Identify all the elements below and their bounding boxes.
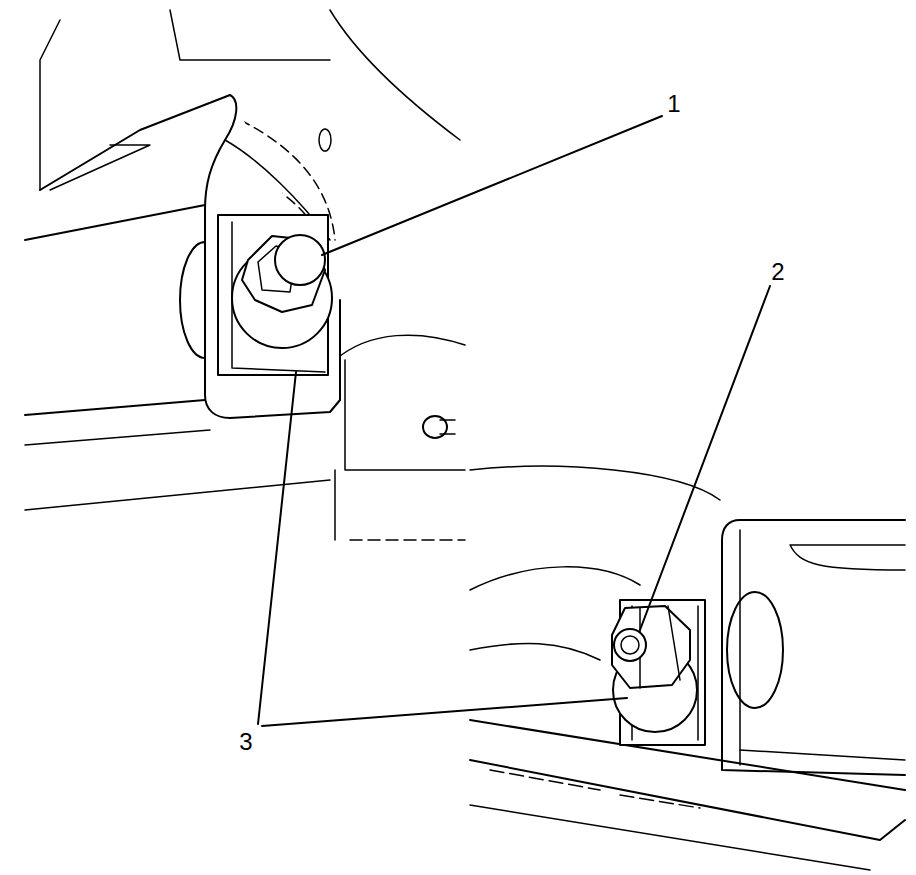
callout-number: 3 <box>239 730 252 754</box>
leader-line <box>262 698 627 726</box>
callout-number: 1 <box>667 92 680 116</box>
leader-lines <box>258 116 770 726</box>
leader-line <box>640 286 770 630</box>
callout-number: 2 <box>771 260 784 284</box>
leader-line <box>322 116 662 255</box>
leader-line <box>258 372 296 724</box>
right-view <box>470 466 905 870</box>
left-view <box>25 10 465 540</box>
